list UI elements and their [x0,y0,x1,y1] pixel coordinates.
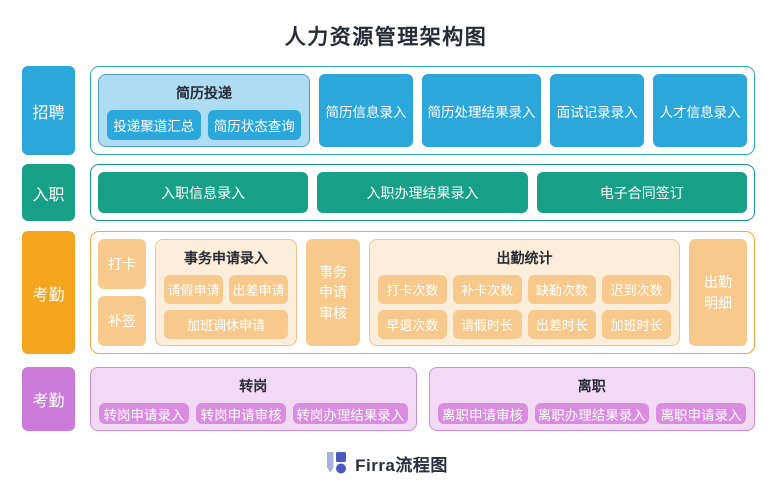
node-attendance-detail: 出勤明细 [689,239,747,346]
node-overtime-leave-request: 加班调休申请 [164,310,288,339]
row-body-transfer: 转岗 转岗申请录入 转岗申请审核 转岗办理结果录入 离职 离职申请审核 离职办理… [90,367,755,431]
row-label-attendance: 考勤 [22,231,75,354]
node-resume-info-entry: 简历信息录入 [319,74,413,147]
group-affair-apply: 事务申请录入 请假申请 出差申请 加班调休申请 [155,239,297,346]
node-late-count: 迟到次数 [602,275,671,304]
node-resume-status-query: 简历状态查询 [207,110,301,140]
node-delivery-channel-summary: 投递聚道汇总 [107,110,201,140]
group-title-resignation: 离职 [577,378,606,394]
row-body-onboarding: 入职信息录入 入职办理结果录入 电子合同签订 [90,164,755,221]
node-resume-result-entry: 简历处理结果录入 [421,74,542,147]
row-body-recruitment: 简历投递 投递聚道汇总 简历状态查询 简历信息录入 简历处理结果录入 面试记录录… [90,66,755,155]
group-items-affair-apply: 请假申请 出差申请 加班调休申请 [164,275,288,339]
node-resign-result-entry: 离职办理结果录入 [534,403,649,424]
node-resign-apply-entry: 离职申请录入 [655,403,746,424]
firra-logo-icon [324,451,347,476]
node-transfer-apply-review: 转岗申请审核 [196,403,287,424]
row-recruitment: 招聘 简历投递 投递聚道汇总 简历状态查询 简历信息录入 简历处理结果录入 面试… [22,66,755,155]
node-early-leave-count: 早退次数 [378,310,447,339]
affair-apply-row2: 加班调休申请 [164,310,288,339]
node-interview-record-entry: 面试记录录入 [550,74,645,147]
node-punch-card: 打卡 [98,239,146,289]
row-label-onboarding: 入职 [22,164,75,221]
node-supplement-sign: 补签 [98,296,146,346]
node-transfer-result-entry: 转岗办理结果录入 [293,403,408,424]
group-attendance-stats: 出勤统计 打卡次数 补卡次数 缺勤次数 迟到次数 早退次数 请假时长 出差时长 [369,239,680,346]
row-body-attendance: 打卡 补签 事务申请录入 请假申请 出差申请 加班调休申请 [90,231,755,354]
node-econtract-sign: 电子合同签订 [536,172,747,213]
row-onboarding: 入职 入职信息录入 入职办理结果录入 电子合同签订 [22,164,755,221]
node-leave-request: 请假申请 [164,275,223,304]
group-resume-delivery: 简历投递 投递聚道汇总 简历状态查询 [98,74,310,147]
row-transfer: 考勤 转岗 转岗申请录入 转岗申请审核 转岗办理结果录入 离职 离职申请审核 离… [22,367,755,431]
page-title: 人力资源管理架构图 [284,26,488,49]
node-talent-info-entry: 人才信息录入 [653,74,747,147]
punch-stack: 打卡 补签 [98,239,146,346]
group-items-transfer: 转岗申请录入 转岗申请审核 转岗办理结果录入 [99,403,408,424]
stats-row2: 早退次数 请假时长 出差时长 加班时长 [378,310,671,339]
group-items-attendance-stats: 打卡次数 补卡次数 缺勤次数 迟到次数 早退次数 请假时长 出差时长 加班时长 [378,275,671,339]
row-label-transfer: 考勤 [22,367,75,431]
node-onboard-result-entry: 入职办理结果录入 [317,172,528,213]
affair-apply-row1: 请假申请 出差申请 [164,275,288,304]
node-absence-count: 缺勤次数 [527,275,597,304]
node-transfer-apply-entry: 转岗申请录入 [99,403,190,424]
group-items-resume-delivery: 投递聚道汇总 简历状态查询 [107,110,301,140]
node-resign-apply-review: 离职申请审核 [437,403,528,424]
node-affair-apply-review: 事务申请审核 [306,239,360,346]
node-overtime-duration: 加班时长 [602,310,671,339]
group-resignation: 离职 离职申请审核 离职办理结果录入 离职申请录入 [428,367,755,431]
footer-brand: Firra流程图 [0,451,772,476]
group-title-resume-delivery: 简历投递 [176,85,232,101]
node-punch-count: 打卡次数 [378,275,447,304]
group-title-transfer: 转岗 [239,378,268,394]
node-trip-duration: 出差时长 [527,310,597,339]
node-business-trip-request: 出差申请 [229,275,288,304]
node-onboard-info-entry: 入职信息录入 [98,172,309,213]
brand-text: Firra流程图 [355,456,448,475]
group-items-resignation: 离职申请审核 离职办理结果录入 离职申请录入 [437,403,746,424]
node-makeup-count: 补卡次数 [452,275,522,304]
diagram-rows: 招聘 简历投递 投递聚道汇总 简历状态查询 简历信息录入 简历处理结果录入 面试… [22,66,755,431]
row-attendance: 考勤 打卡 补签 事务申请录入 请假申请 出差申请 加班调休申请 [22,231,755,354]
stats-row1: 打卡次数 补卡次数 缺勤次数 迟到次数 [378,275,671,304]
group-title-affair-apply: 事务申请录入 [184,250,268,266]
group-title-attendance-stats: 出勤统计 [496,250,553,266]
row-label-recruitment: 招聘 [22,66,75,155]
node-leave-duration: 请假时长 [452,310,522,339]
group-transfer: 转岗 转岗申请录入 转岗申请审核 转岗办理结果录入 [90,367,417,431]
